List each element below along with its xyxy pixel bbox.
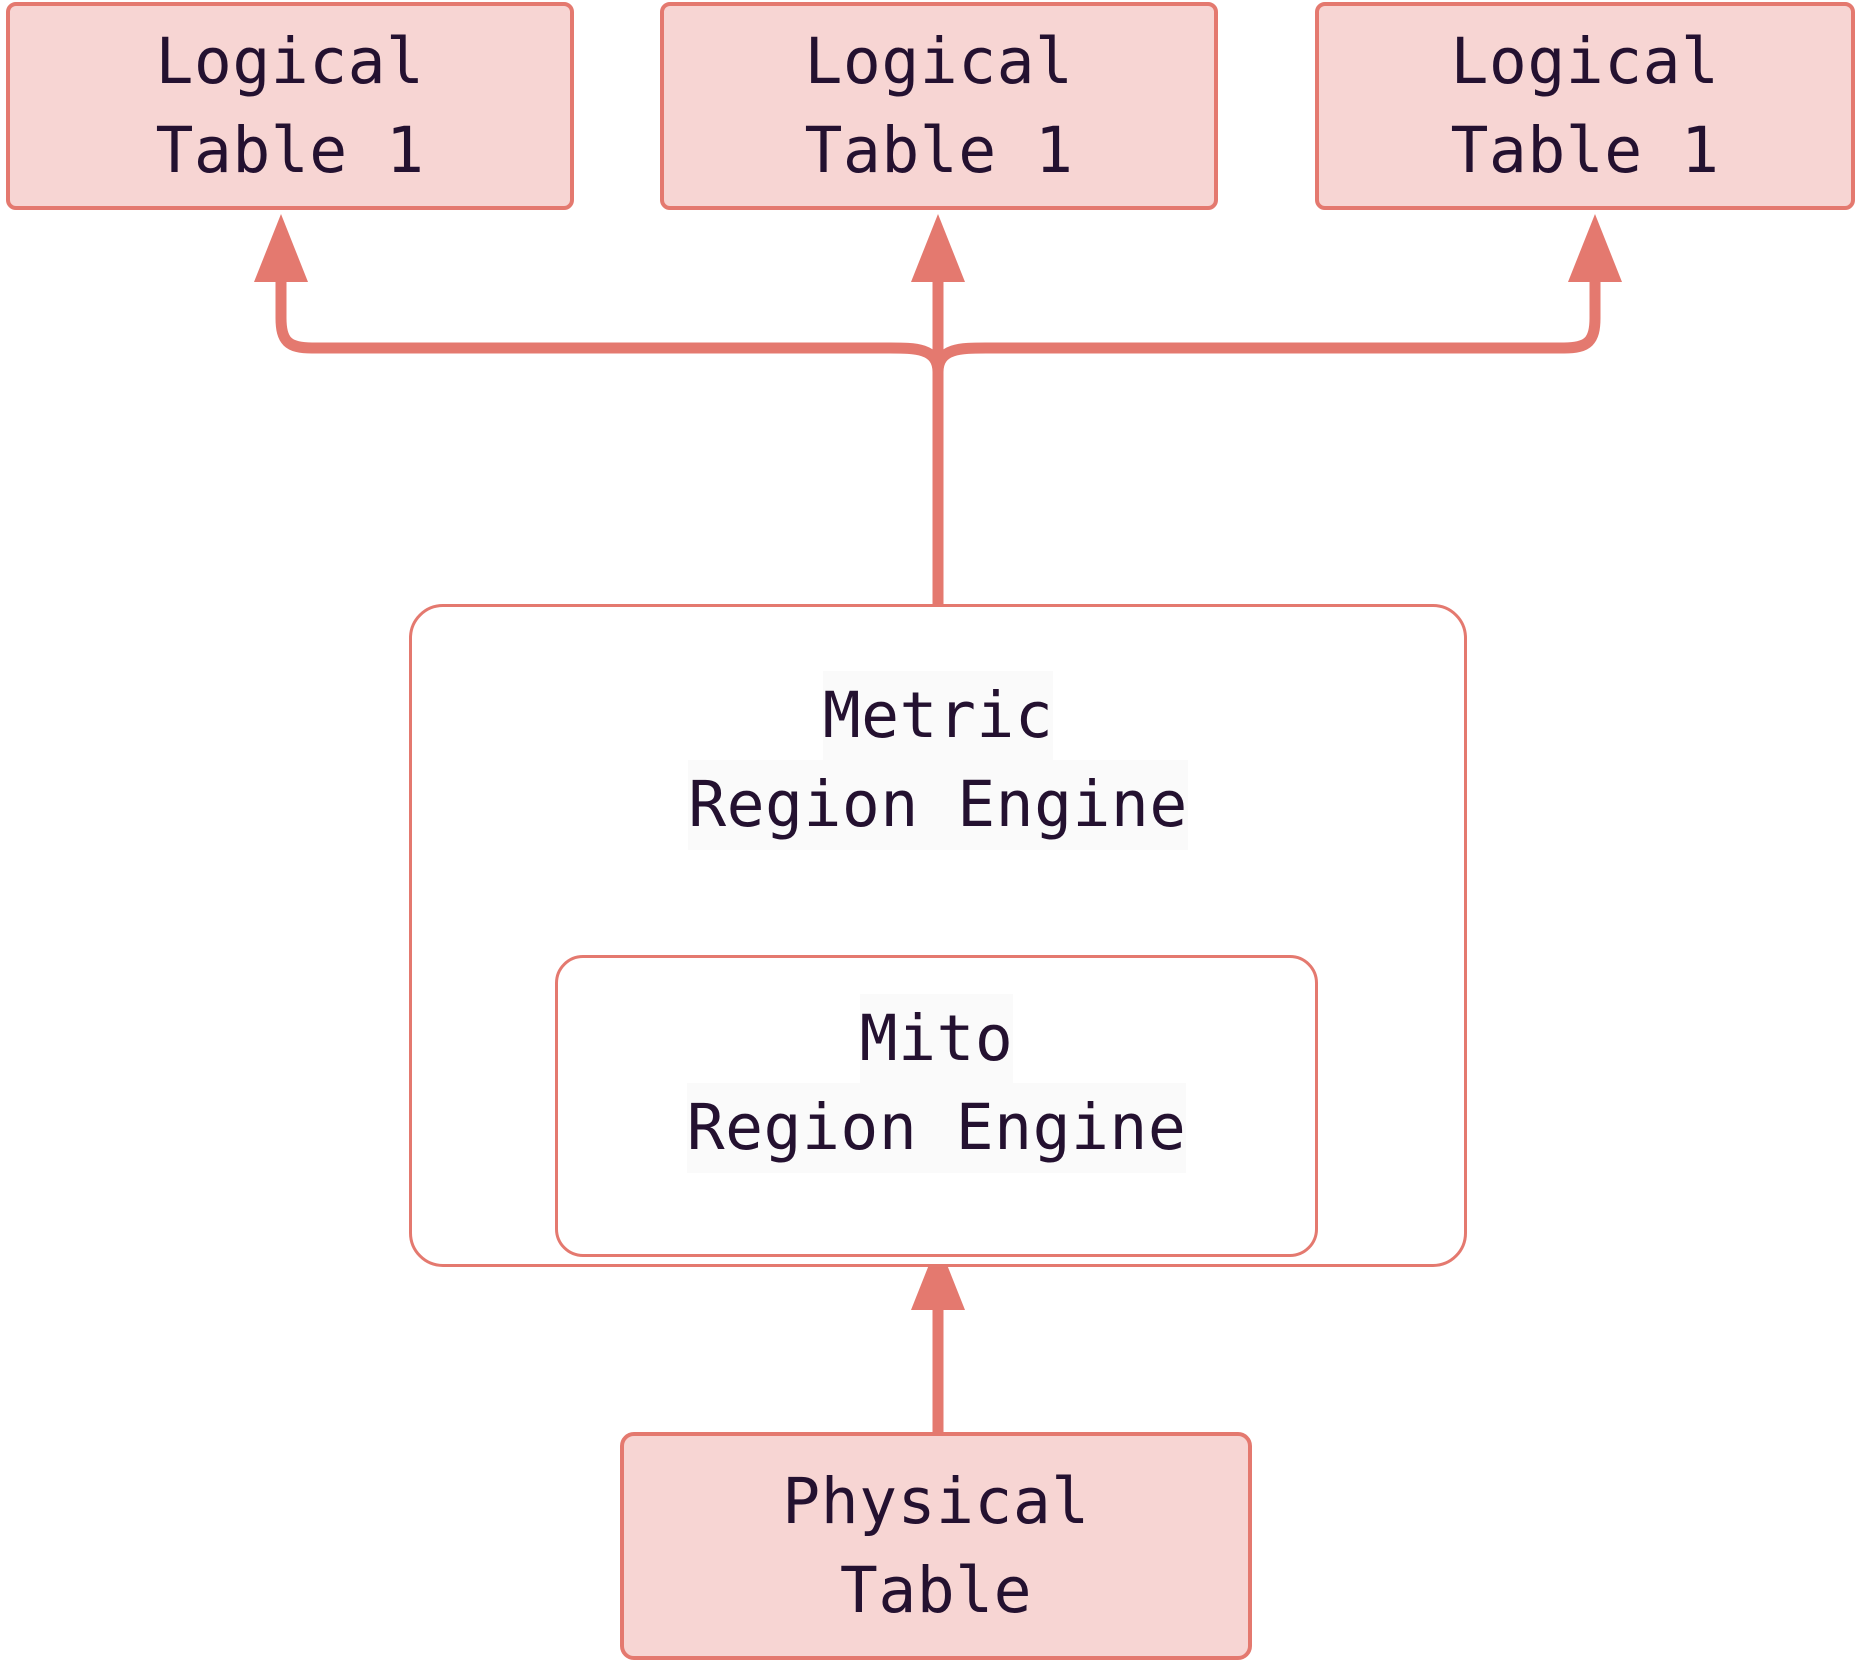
node-mito-region-engine[interactable]: Mito Region Engine xyxy=(555,955,1318,1257)
node-metric-region-engine-line1: Metric xyxy=(822,671,1054,761)
node-logical-table-3-line2: Table 1 xyxy=(1450,114,1720,187)
edge-bus-to-logical-1 xyxy=(275,262,944,373)
node-logical-table-1[interactable]: Logical Table 1 xyxy=(6,2,574,210)
node-physical-table-line2: Table xyxy=(839,1554,1033,1627)
arrowhead-logical-1 xyxy=(254,214,308,282)
node-logical-table-2-line1: Logical xyxy=(804,24,1074,98)
arrowhead-mito xyxy=(911,1242,965,1310)
node-logical-table-1-line1: Logical xyxy=(155,24,425,98)
node-mito-region-engine-line2: Region Engine xyxy=(686,1083,1187,1173)
edge-bus-to-logical-3 xyxy=(932,262,1601,373)
node-logical-table-1-line2: Table 1 xyxy=(155,114,425,187)
node-physical-table-line1: Physical xyxy=(782,1464,1090,1538)
arrowhead-logical-2 xyxy=(911,214,965,282)
node-logical-table-2-line2: Table 1 xyxy=(804,114,1074,187)
node-logical-table-3-line1: Logical xyxy=(1450,24,1720,98)
node-logical-table-3[interactable]: Logical Table 1 xyxy=(1315,2,1855,210)
arrowhead-logical-3 xyxy=(1568,214,1622,282)
node-physical-table[interactable]: Physical Table xyxy=(620,1432,1252,1660)
node-metric-region-engine-line2: Region Engine xyxy=(688,760,1188,850)
node-logical-table-2[interactable]: Logical Table 1 xyxy=(660,2,1218,210)
node-mito-region-engine-line1: Mito xyxy=(859,994,1014,1084)
